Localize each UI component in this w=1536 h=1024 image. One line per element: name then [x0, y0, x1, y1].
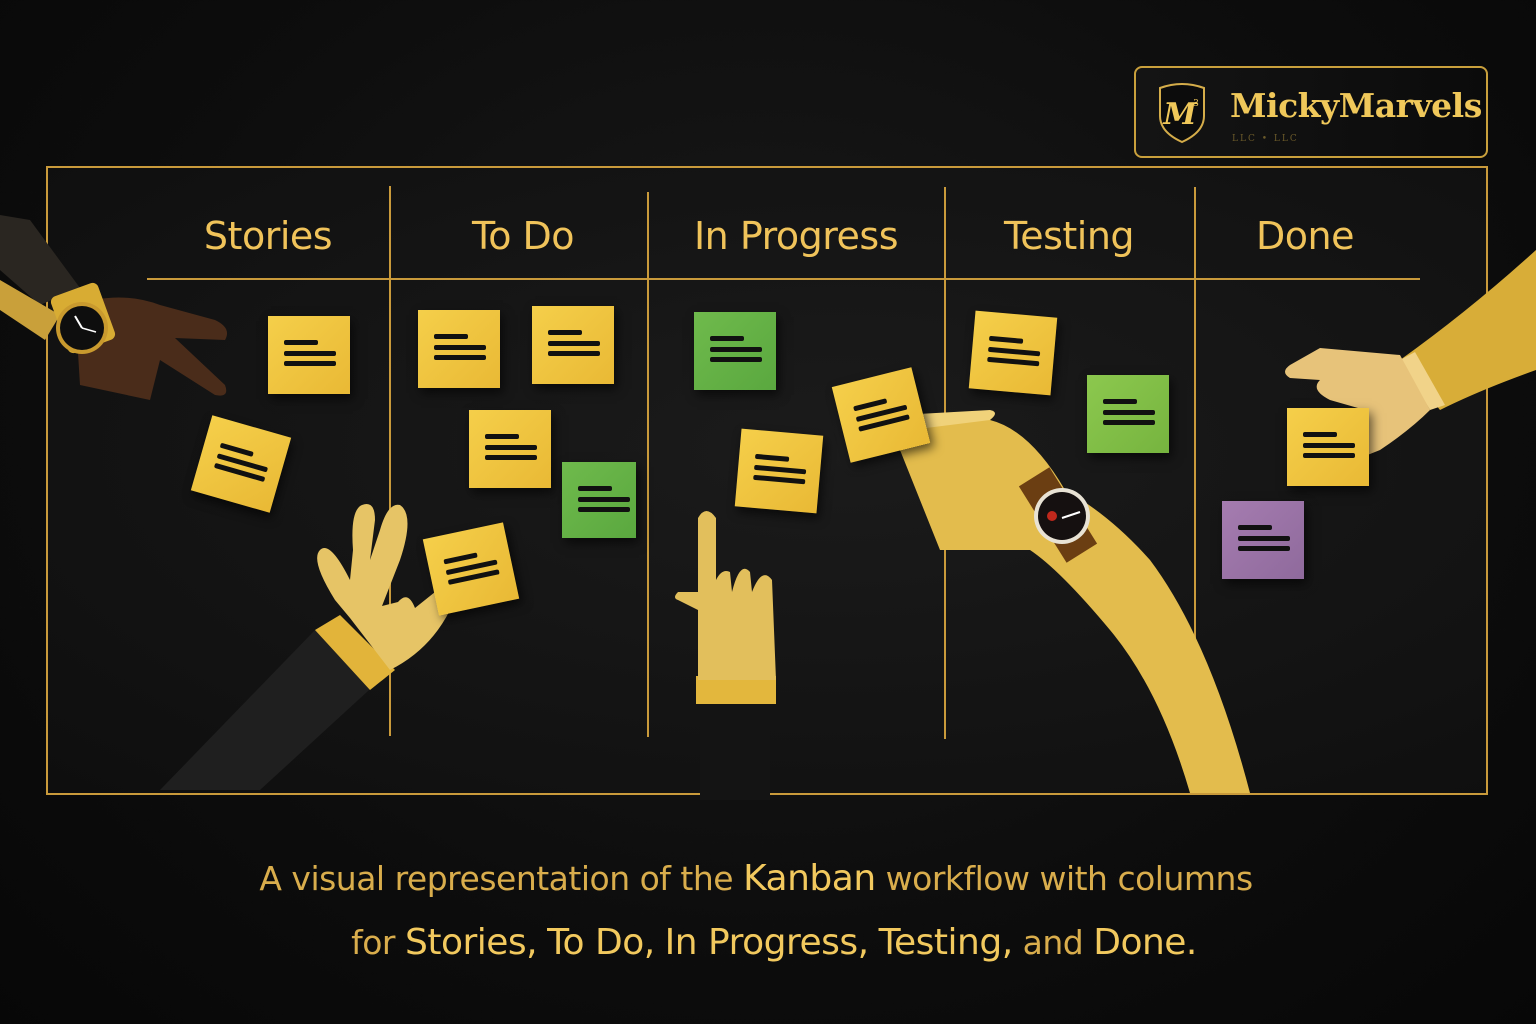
sticky-note[interactable]	[469, 410, 551, 488]
note-line	[754, 453, 790, 462]
note-line	[548, 351, 600, 356]
note-line	[1303, 443, 1355, 448]
note-line	[1103, 420, 1155, 425]
caption-text: and	[1012, 923, 1094, 962]
sticky-note[interactable]	[418, 310, 500, 388]
brand-subtitle: LLC • LLC	[1232, 134, 1299, 144]
hand-taking-note-icon	[1285, 250, 1536, 458]
column-header-stories: Stories	[203, 214, 333, 258]
caption-highlight-in-progress: In Progress,	[664, 922, 869, 963]
caption-highlight-testing: Testing,	[878, 922, 1014, 963]
note-line	[548, 341, 600, 346]
note-line	[1238, 546, 1290, 551]
arm-pointing-with-watch-icon	[882, 410, 1250, 793]
note-line	[988, 335, 1024, 344]
note-line	[578, 486, 612, 491]
note-line	[434, 345, 486, 350]
note-line	[754, 464, 807, 475]
caption-text: workflow with columns	[875, 859, 1253, 898]
note-line	[284, 340, 318, 345]
note-line	[578, 507, 630, 512]
caption-text: A visual representation of the	[259, 859, 744, 898]
caption-highlight-kanban: Kanban	[743, 858, 876, 899]
header-underline	[147, 278, 1420, 280]
hand-pinching-note-icon	[160, 504, 454, 790]
sticky-note[interactable]	[562, 462, 636, 538]
column-divider	[389, 186, 391, 736]
note-line	[710, 357, 762, 362]
note-line	[1238, 536, 1290, 541]
note-line	[710, 347, 762, 352]
column-divider	[1194, 187, 1196, 739]
caption-highlight-stories: Stories,	[404, 922, 538, 963]
sticky-note[interactable]	[1287, 408, 1369, 486]
note-line	[1103, 410, 1155, 415]
sticky-note[interactable]	[968, 310, 1058, 396]
hand-with-watch-icon	[0, 215, 228, 400]
note-line	[443, 552, 478, 565]
note-line	[284, 361, 336, 366]
sticky-note[interactable]	[422, 522, 520, 616]
sticky-note[interactable]	[734, 428, 824, 514]
svg-text:M: M	[1162, 97, 1197, 132]
note-line	[434, 355, 486, 360]
note-line	[988, 346, 1041, 357]
column-header-done: Done	[1256, 214, 1354, 258]
brand-logo: M 3 MickyMarvels LLC • LLC	[1134, 66, 1488, 158]
note-line	[485, 445, 537, 450]
note-line	[710, 336, 744, 341]
note-line	[987, 356, 1040, 367]
caption-line-2: for Stories, To Do, In Progress, Testing…	[6, 922, 1536, 963]
column-header-todo: To Do	[471, 214, 575, 258]
caption-highlight-done: Done.	[1093, 922, 1197, 963]
shield-monogram-icon: M 3	[1159, 83, 1205, 144]
hand-pointing-up-icon	[675, 511, 776, 800]
sticky-note[interactable]	[694, 312, 776, 390]
sticky-note[interactable]	[1087, 375, 1169, 453]
column-header-testing: Testing	[1003, 214, 1135, 258]
brand-name: MickyMarvels	[1230, 86, 1482, 125]
note-line	[578, 497, 630, 502]
note-line	[1303, 453, 1355, 458]
sticky-note[interactable]	[268, 316, 350, 394]
note-line	[1303, 432, 1337, 437]
svg-text:3: 3	[1193, 99, 1199, 109]
note-line	[753, 474, 806, 485]
sticky-note[interactable]	[532, 306, 614, 384]
column-divider	[647, 192, 649, 737]
note-line	[1103, 399, 1137, 404]
note-line	[1238, 525, 1272, 530]
note-line	[485, 455, 537, 460]
note-line	[485, 434, 519, 439]
caption-highlight-todo: To Do,	[547, 922, 655, 963]
note-line	[284, 351, 336, 356]
caption-text: for	[351, 923, 405, 962]
column-header-in-progress: In Progress	[693, 214, 899, 258]
sticky-note[interactable]	[1222, 501, 1304, 579]
caption-line-1: A visual representation of the Kanban wo…	[0, 858, 1524, 899]
note-line	[548, 330, 582, 335]
note-line	[434, 334, 468, 339]
